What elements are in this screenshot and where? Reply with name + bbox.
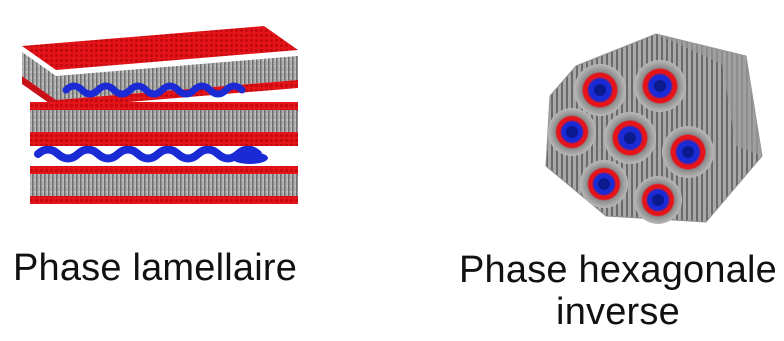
water-layer-2 bbox=[34, 145, 268, 164]
inverse-micelle-rod bbox=[634, 60, 686, 112]
inverse-micelle-rod bbox=[574, 64, 626, 116]
inverse-hexagonal-phase-illustration bbox=[545, 33, 763, 224]
lamellar-phase-illustration bbox=[22, 26, 298, 204]
hexagonal-phase-caption-line-2: inverse bbox=[556, 291, 680, 333]
inverse-micelle-rod bbox=[548, 108, 596, 156]
hexagonal-phase-caption-line-1: Phase hexagonale bbox=[458, 249, 778, 291]
water-layer-1 bbox=[62, 82, 246, 98]
bilayer-2 bbox=[30, 102, 298, 140]
inverse-micelle-rod bbox=[662, 126, 714, 178]
bilayer-3 bbox=[30, 138, 298, 204]
inverse-micelle-rod bbox=[604, 112, 656, 164]
inverse-micelle-rod bbox=[634, 176, 682, 224]
inverse-micelle-rod bbox=[580, 160, 628, 208]
lamellar-phase-caption: Phase lamellaire bbox=[12, 247, 298, 289]
